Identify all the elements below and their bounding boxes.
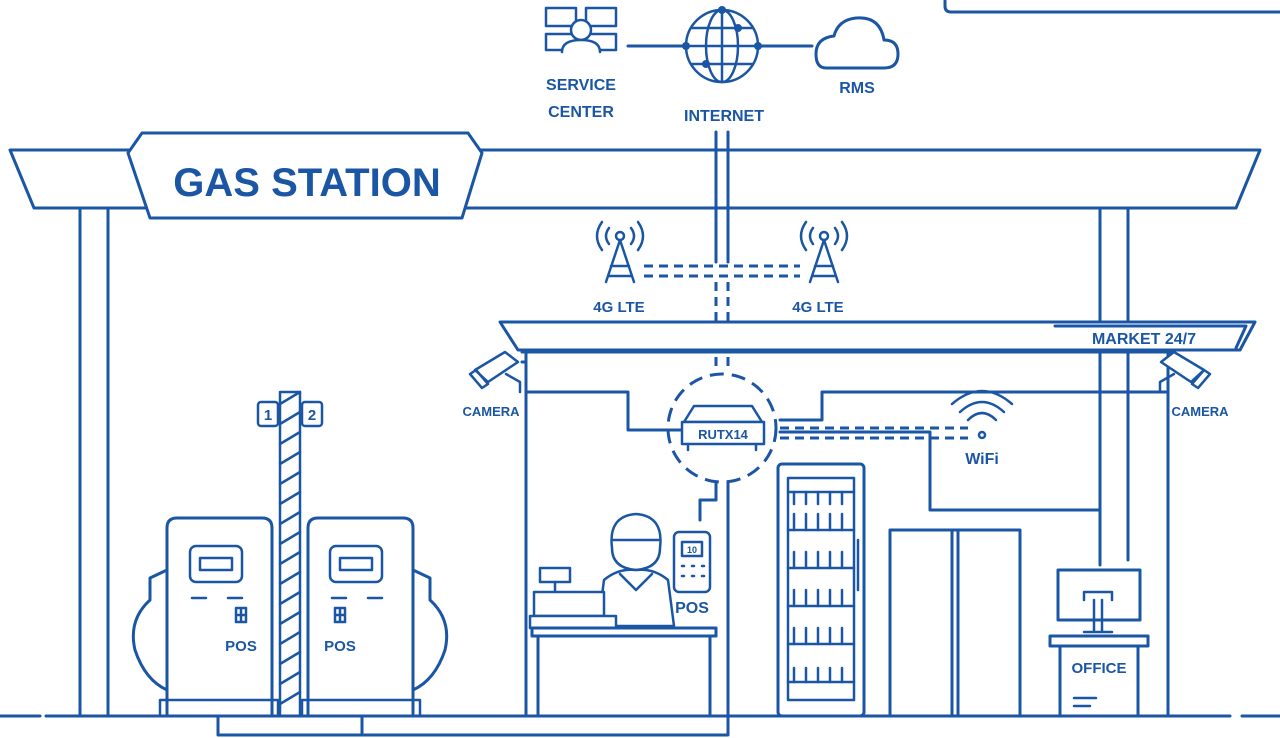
pump-number-1: 1 xyxy=(264,407,272,424)
lte-left-label: 4G LTE xyxy=(593,299,644,316)
service-center-label-1: SERVICE xyxy=(546,77,616,94)
rms-label: RMS xyxy=(839,80,875,97)
right-pillar xyxy=(1100,208,1128,320)
service-center-icon xyxy=(546,8,616,52)
globe-icon xyxy=(682,6,762,82)
lte-right-label: 4G LTE xyxy=(792,299,843,316)
top-right-frame xyxy=(945,0,1280,12)
internet-label: INTERNET xyxy=(684,108,764,125)
cashier-figure xyxy=(598,514,674,626)
pump-number-2: 2 xyxy=(308,407,316,424)
wifi-icon xyxy=(952,391,1012,438)
service-center-label-2: CENTER xyxy=(548,104,614,121)
camera-right-label: CAMERA xyxy=(1171,404,1229,419)
pump-separator-post xyxy=(258,392,322,716)
pos-terminal-screen: 10 xyxy=(687,545,697,555)
market-building: MARKET 24/7 xyxy=(500,322,1255,715)
cashier-counter xyxy=(532,628,716,716)
cloud-icon xyxy=(816,18,898,68)
pos-cashier-label: POS xyxy=(675,600,709,617)
cash-register-icon xyxy=(530,568,616,628)
keypad-icon-right xyxy=(335,608,345,622)
pos-pump-left-label: POS xyxy=(225,638,257,655)
pos-terminal-icon xyxy=(674,532,710,592)
keypad-icon-left xyxy=(236,608,246,622)
antenna-tower-icon-right xyxy=(801,222,847,282)
pos-pump-right-label: POS xyxy=(324,638,356,655)
office-computer xyxy=(1058,570,1140,632)
gas-station-title: GAS STATION xyxy=(173,161,440,205)
office-label: OFFICE xyxy=(1072,660,1127,677)
office-cable xyxy=(780,432,1100,565)
wifi-label: WiFi xyxy=(965,451,999,468)
router-label: RUTX14 xyxy=(698,427,749,442)
fuel-pump-left xyxy=(133,518,278,716)
camera-left-label: CAMERA xyxy=(462,404,520,419)
antenna-tower-icon-left xyxy=(597,222,643,282)
pos-cable xyxy=(700,482,716,520)
left-pillar xyxy=(80,208,108,715)
double-doors xyxy=(890,530,1020,716)
lte-wireless-links xyxy=(644,266,800,276)
market-sign: MARKET 24/7 xyxy=(1092,331,1196,348)
fridge xyxy=(778,464,864,716)
camera-left-cable xyxy=(528,392,686,430)
camera-icon-left xyxy=(470,352,520,392)
fuel-pump-right xyxy=(302,518,447,716)
